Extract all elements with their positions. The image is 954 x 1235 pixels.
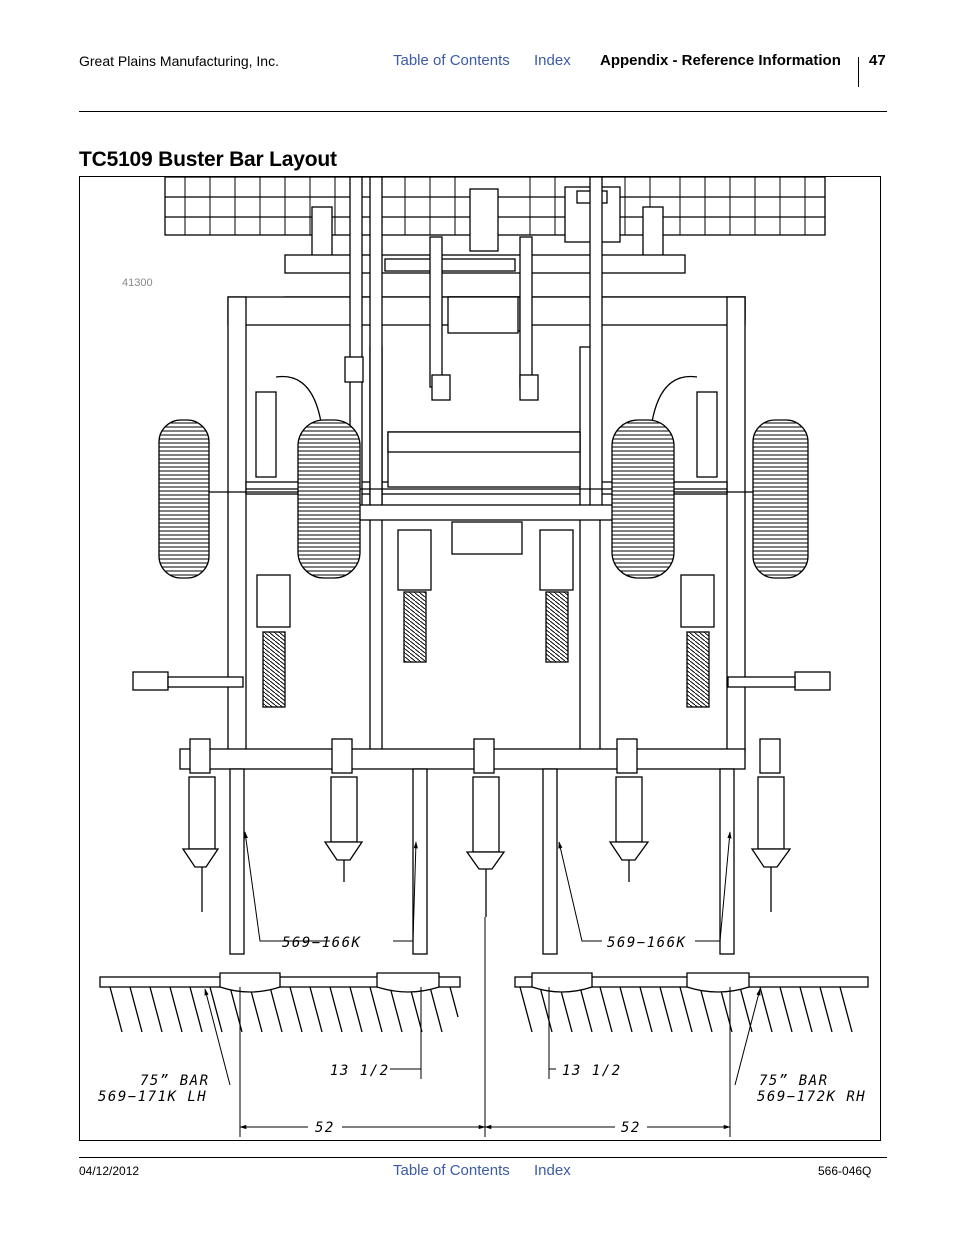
callout-bar-left-size: 75” BAR [140,1073,210,1089]
layout-drawing: 41300 [79,176,881,1141]
tire-left-inner [297,419,361,579]
dimension-lines [239,917,731,1137]
dim-outer-left: 52 [315,1120,335,1136]
figure-id: 41300 [122,277,153,289]
tire-right-outer [752,419,809,579]
page-title: TC5109 Buster Bar Layout [79,148,337,171]
footer-rule [79,1157,887,1158]
main-frame [227,177,746,753]
page-number: 47 [869,52,886,69]
leader-lines [204,831,761,1086]
drawing-svg: 569−166K 569−166K 75” BAR 569−171K LH 75… [98,177,869,1137]
rear-shanks [181,738,792,955]
section-title: Appendix - Reference Information [600,52,841,69]
tire-left-outer [158,419,210,579]
callout-part-left: 569−166K [282,935,362,951]
header-toc-link[interactable]: Table of Contents [393,52,510,69]
footer-doc-number: 566-046Q [818,1164,872,1178]
buster-bar-right [514,972,869,1033]
callout-bar-left-part: 569−171K LH [98,1089,207,1105]
header-index-link[interactable]: Index [534,52,571,69]
footer-toc-link[interactable]: Table of Contents [393,1162,510,1179]
header-divider [858,57,859,87]
spring-shank-upper [256,529,715,708]
footer-date: 04/12/2012 [79,1164,140,1178]
footer-index-link[interactable]: Index [534,1162,571,1179]
callout-part-right: 569−166K [607,935,687,951]
dim-outer-right: 52 [621,1120,641,1136]
callout-bar-right-size: 75” BAR [759,1073,829,1089]
dim-inner-left: 13 1/2 [330,1063,390,1079]
header-rule [79,111,887,112]
disk-gang-top [164,177,826,268]
buster-bar-left [99,972,461,1033]
dim-inner-right: 13 1/2 [562,1063,622,1079]
rear-toolbar [179,748,746,770]
callout-bar-right-part: 569−172K RH [757,1089,866,1105]
tire-right-inner [611,419,675,579]
company-name: Great Plains Manufacturing, Inc. [79,53,279,69]
